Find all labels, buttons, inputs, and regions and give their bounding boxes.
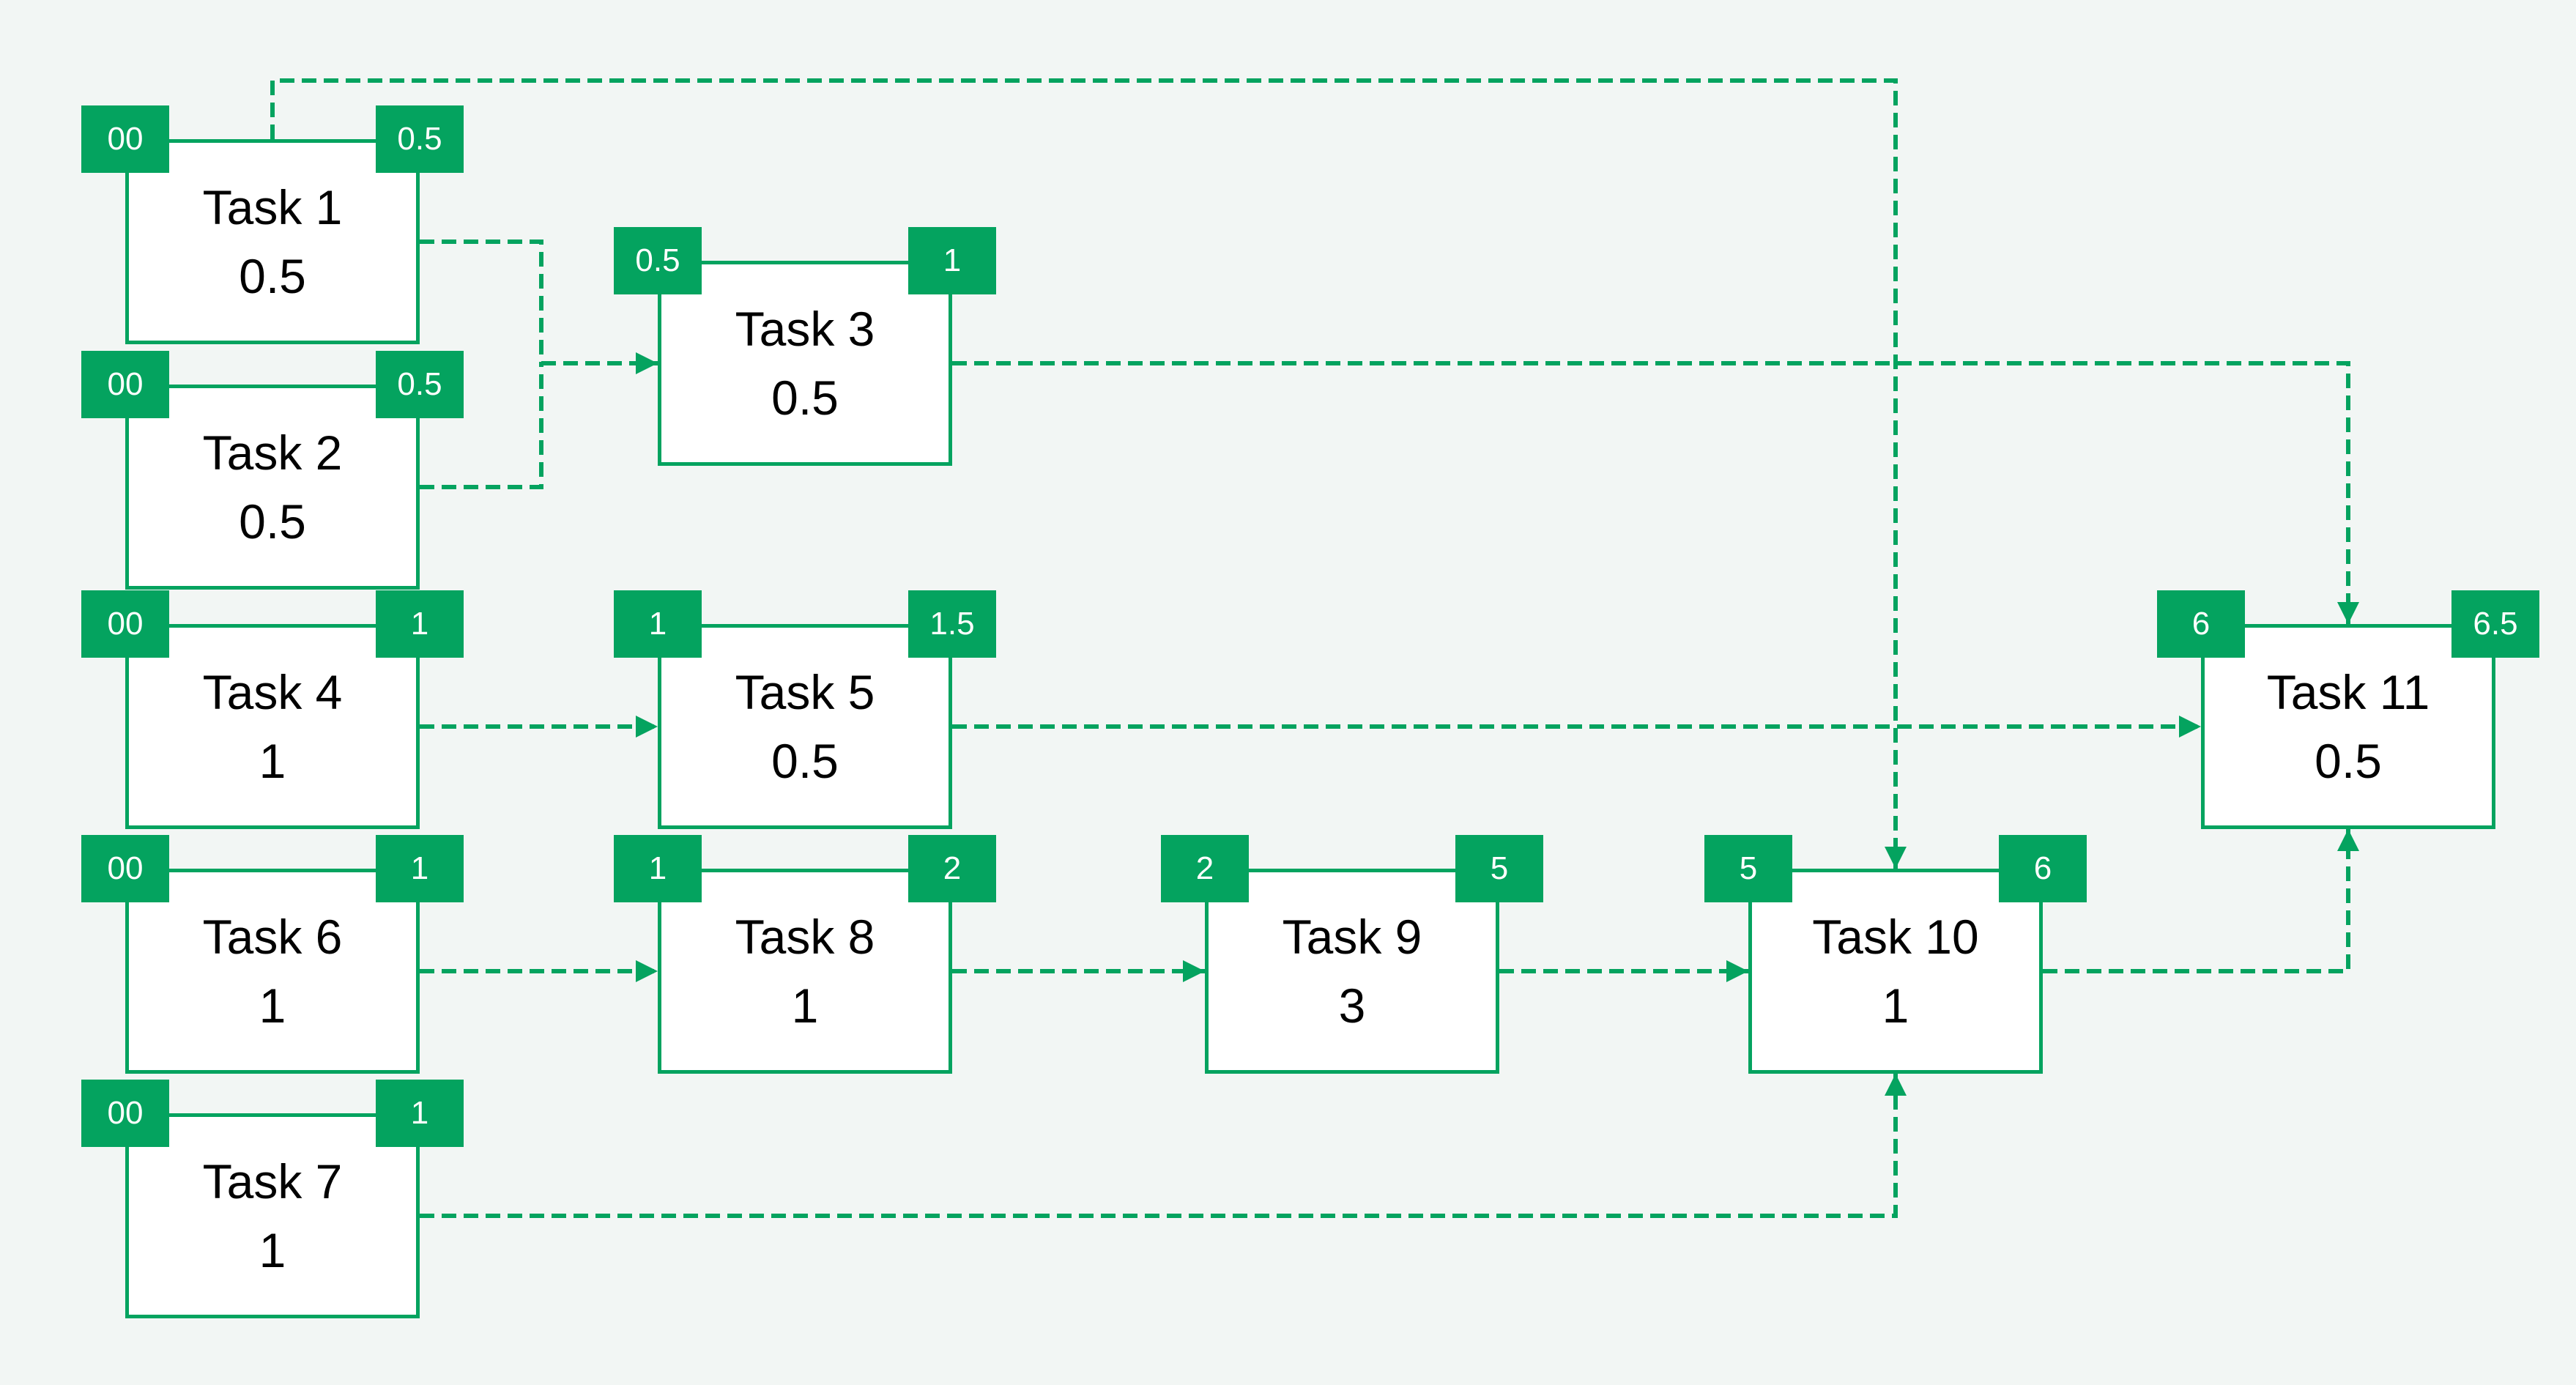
early-start-badge: 5: [1704, 835, 1792, 902]
early-finish-badge: 1.5: [908, 590, 996, 658]
task-label: Task 8: [735, 910, 875, 964]
edge-task10-task11: [2043, 829, 2359, 973]
task-duration: 0.5: [771, 734, 839, 788]
early-start-badge: 6: [2157, 590, 2245, 658]
early-start-badge: 1: [614, 835, 702, 902]
task-label: Task 6: [202, 910, 343, 964]
task-label: Task 10: [1812, 910, 1979, 964]
early-finish-badge: 6: [1999, 835, 2087, 902]
edge-task2-task3-stub: [420, 363, 543, 489]
task-label: Task 7: [202, 1154, 343, 1208]
early-start-badge: 00: [81, 590, 169, 658]
early-start-badge: 00: [81, 1080, 169, 1147]
early-start-badge: 1: [614, 590, 702, 658]
edge-task3-task11: [952, 361, 2359, 624]
task-duration: 0.5: [239, 494, 306, 549]
early-finish-badge: 1: [376, 1080, 464, 1147]
task-duration: 1: [259, 979, 286, 1033]
early-finish-badge: 2: [908, 835, 996, 902]
task-duration: 0.5: [239, 249, 306, 303]
early-start-badge: 00: [81, 105, 169, 173]
task-label: Task 5: [735, 665, 875, 719]
task-label: Task 3: [735, 302, 875, 356]
early-finish-badge: 0.5: [376, 351, 464, 418]
edge-task1-task3-stub: [420, 240, 543, 363]
task-duration: 0.5: [771, 371, 839, 425]
task-duration: 0.5: [2315, 734, 2382, 788]
early-start-badge: 2: [1161, 835, 1249, 902]
task-label: Task 9: [1282, 910, 1422, 964]
early-finish-badge: 0.5: [376, 105, 464, 173]
task-duration: 1: [259, 734, 286, 788]
early-start-badge: 0.5: [614, 227, 702, 294]
task-duration: 3: [1338, 979, 1366, 1033]
early-finish-badge: 5: [1455, 835, 1543, 902]
task-label: Task 1: [202, 180, 343, 234]
early-finish-badge: 1: [908, 227, 996, 294]
task-label: Task 4: [202, 665, 343, 719]
early-start-badge: 00: [81, 351, 169, 418]
task-duration: 1: [791, 979, 819, 1033]
task-duration: 1: [259, 1223, 286, 1277]
early-finish-badge: 6.5: [2451, 590, 2539, 658]
task-label: Task 11: [2266, 665, 2430, 719]
task-label: Task 2: [202, 426, 343, 480]
early-finish-badge: 1: [376, 835, 464, 902]
task-duration: 1: [1882, 979, 1909, 1033]
edge-task1-task10: [270, 78, 1907, 869]
early-start-badge: 00: [81, 835, 169, 902]
edge-task7-task10: [420, 1074, 1907, 1218]
early-finish-badge: 1: [376, 590, 464, 658]
